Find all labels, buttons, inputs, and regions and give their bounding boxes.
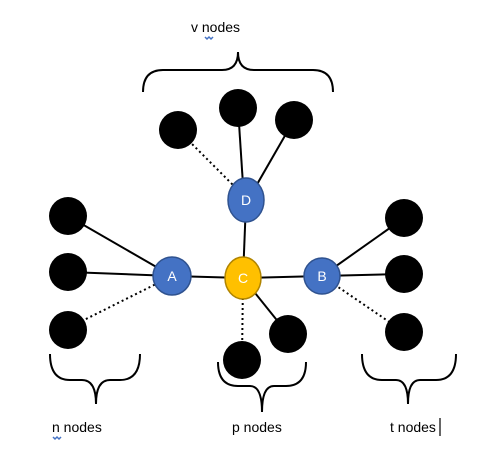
leaf-node-n1 (49, 197, 87, 235)
v-nodes-brace (142, 51, 334, 93)
leaf-node-t2 (385, 255, 423, 293)
v-nodes-label: v nodes (191, 19, 240, 35)
hub-node-c (224, 256, 262, 300)
v-spellcheck-squiggle (204, 35, 214, 41)
n-spellcheck-squiggle (52, 435, 62, 441)
leaf-node-v3 (275, 101, 313, 139)
p-nodes-brace (217, 361, 307, 413)
leaf-node-n3 (49, 311, 87, 349)
n-nodes-label: n nodes (52, 419, 102, 435)
hub-node-b (303, 257, 341, 295)
t-nodes-brace (361, 353, 457, 405)
leaf-nodes (49, 89, 423, 379)
leaf-node-v2 (219, 89, 257, 127)
leaf-node-p1 (223, 341, 261, 379)
hub-nodes: D A C B (152, 177, 341, 300)
leaf-node-t1 (385, 199, 423, 237)
hub-label-b: B (317, 268, 326, 284)
hub-node-a (152, 256, 192, 296)
leaf-node-p2 (269, 315, 307, 353)
hub-label-a: A (167, 268, 177, 284)
t-nodes-label: t nodes (390, 419, 436, 435)
n-nodes-brace (49, 353, 141, 405)
hub-label-c: C (238, 270, 248, 286)
leaf-node-t3 (385, 313, 423, 351)
leaf-node-n2 (49, 253, 87, 291)
edge-a-n1 (67, 215, 173, 277)
edges (67, 107, 405, 361)
leaf-node-v1 (159, 111, 197, 149)
edge-c-p1 (241, 277, 244, 361)
p-nodes-label: p nodes (232, 419, 282, 435)
hub-node-d (227, 177, 265, 223)
hub-label-d: D (241, 192, 251, 208)
